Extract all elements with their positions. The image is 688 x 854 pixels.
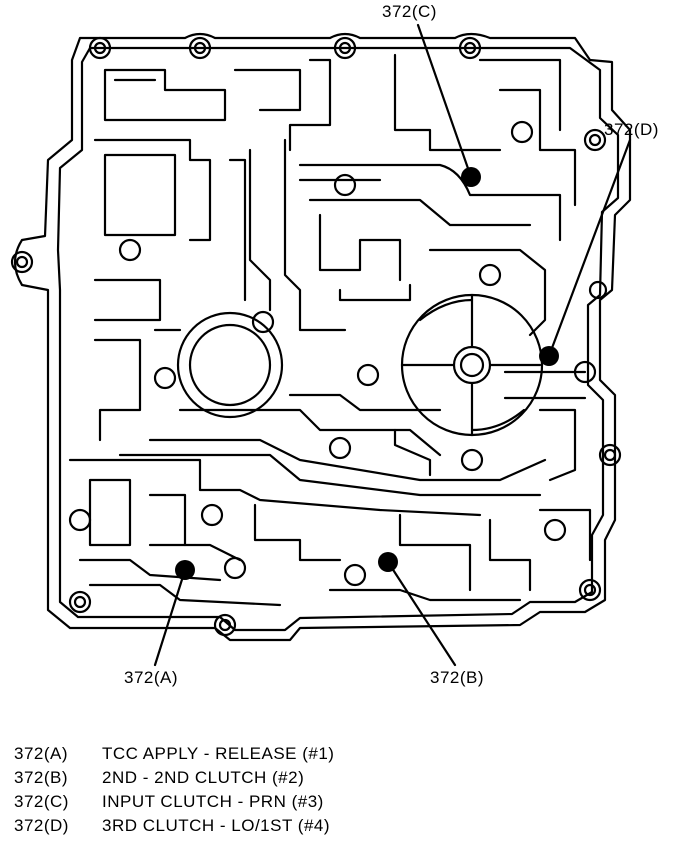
leader-line-b: [386, 560, 457, 667]
check-balls: [175, 167, 559, 580]
leader-line-a: [153, 568, 187, 667]
legend-row: 372(B) 2ND - 2ND CLUTCH (#2): [14, 766, 334, 790]
legend-code: 372(D): [14, 816, 69, 835]
legend-row: 372(A) TCC APPLY - RELEASE (#1): [14, 742, 334, 766]
callout-372-a: 372(A): [124, 668, 179, 687]
valve-body-diagram: [10, 23, 632, 667]
valve-body-outline: [13, 32, 632, 642]
legend-code: 372(C): [14, 792, 69, 811]
callout-372-d: 372(D): [604, 120, 659, 139]
legend-text: INPUT CLUTCH - PRN (#3): [102, 792, 324, 811]
legend-text: 3RD CLUTCH - LO/1ST (#4): [102, 816, 331, 835]
legend-row: 372(D) 3RD CLUTCH - LO/1ST (#4): [14, 814, 334, 838]
legend-code: 372(B): [14, 768, 69, 787]
legend-row: 372(C) INPUT CLUTCH - PRN (#3): [14, 790, 334, 814]
legend-code: 372(A): [14, 744, 69, 763]
callout-372-c: 372(C): [382, 2, 437, 21]
legend-text: 2ND - 2ND CLUTCH (#2): [102, 768, 305, 787]
accumulator-bore-left: [188, 323, 272, 407]
callout-372-b: 372(B): [430, 668, 485, 687]
legend: 372(A) TCC APPLY - RELEASE (#1) 372(B) 2…: [14, 742, 334, 838]
bolt-holes: [10, 36, 622, 637]
valve-body-inner-outline: [56, 46, 620, 632]
leader-line-d: [547, 138, 632, 358]
legend-text: TCC APPLY - RELEASE (#1): [102, 744, 335, 763]
fluid-passages: [68, 53, 592, 607]
pump-area: [400, 293, 587, 437]
leader-line-c: [416, 23, 473, 179]
